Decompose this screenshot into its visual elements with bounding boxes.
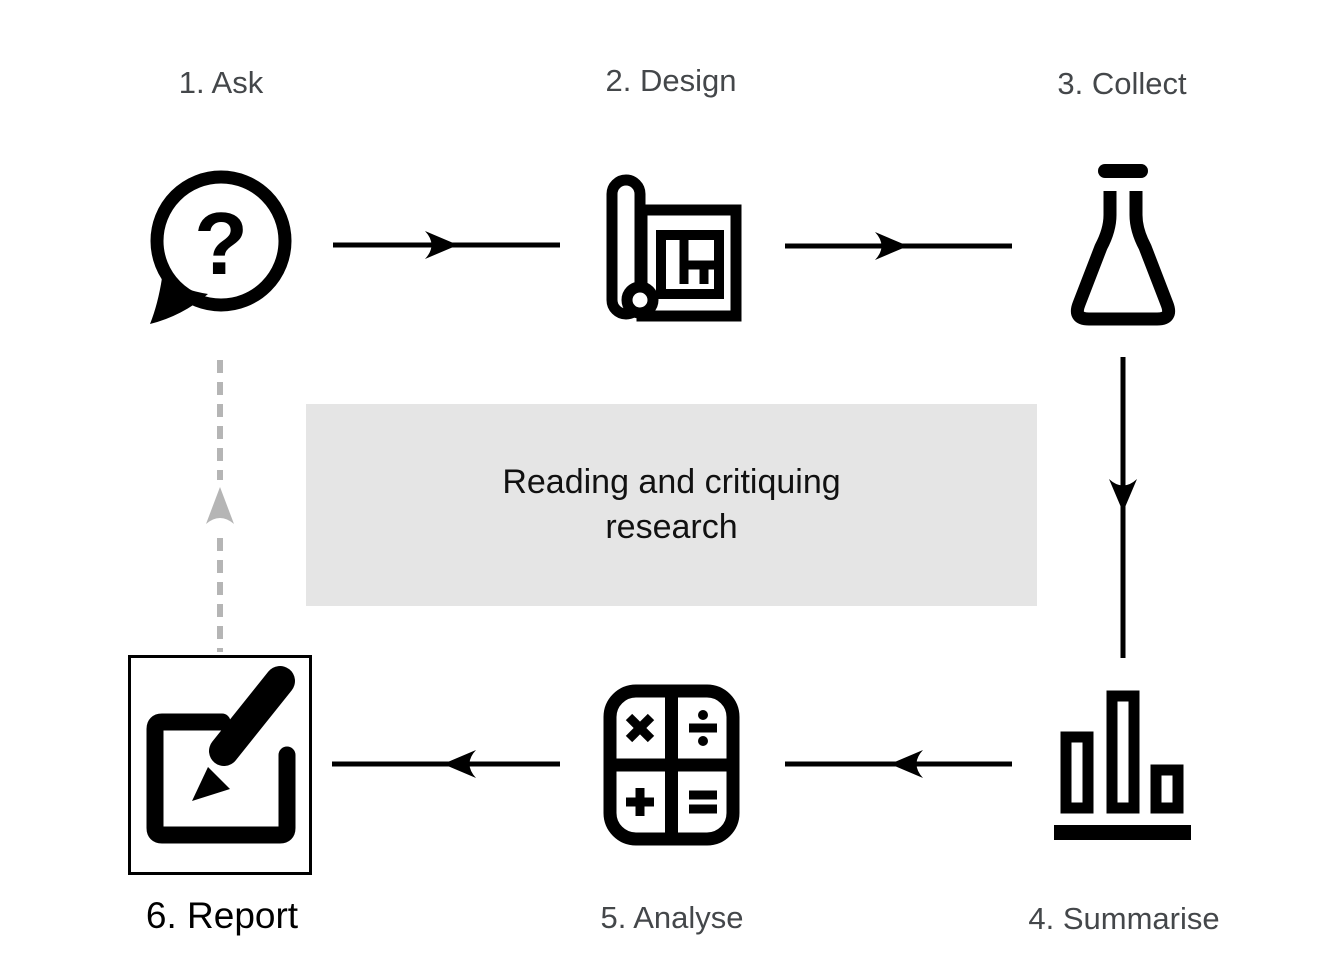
- speech-bubble-question-icon: ?: [150, 170, 292, 324]
- arrow-report-to-ask-dashed: [206, 360, 234, 652]
- step-label-report: 6. Report: [145, 895, 299, 936]
- arrow-summarise-to-analyse: [785, 750, 1012, 778]
- flask-icon: [1070, 164, 1176, 326]
- arrow-design-to-collect: [785, 232, 1012, 260]
- equals-glyph: [689, 790, 717, 814]
- calculator-icon: [603, 684, 740, 846]
- arrow-ask-to-design: [333, 231, 560, 259]
- edit-document-icon: [128, 655, 312, 875]
- step-label-analyse: 5. Analyse: [600, 900, 744, 935]
- question-mark-glyph: ?: [194, 194, 248, 293]
- reading-critiquing-note-text: Reading and critiquing research: [502, 463, 841, 546]
- divide-glyph: [689, 710, 717, 746]
- step-label-collect: 3. Collect: [1057, 66, 1187, 101]
- reading-critiquing-note-box: Reading and critiquing research: [306, 404, 1037, 606]
- step-label-design: 2. Design: [605, 63, 737, 98]
- plus-glyph: [626, 788, 654, 816]
- blueprint-icon: [606, 174, 742, 322]
- arrow-analyse-to-report: [332, 750, 560, 778]
- step-label-ask: 1. Ask: [178, 65, 264, 100]
- arrow-collect-to-summarise: [1109, 357, 1137, 658]
- step-label-summarise: 4. Summarise: [1028, 901, 1220, 936]
- multiply-glyph: [625, 713, 655, 743]
- bar-chart-icon: [1054, 690, 1191, 840]
